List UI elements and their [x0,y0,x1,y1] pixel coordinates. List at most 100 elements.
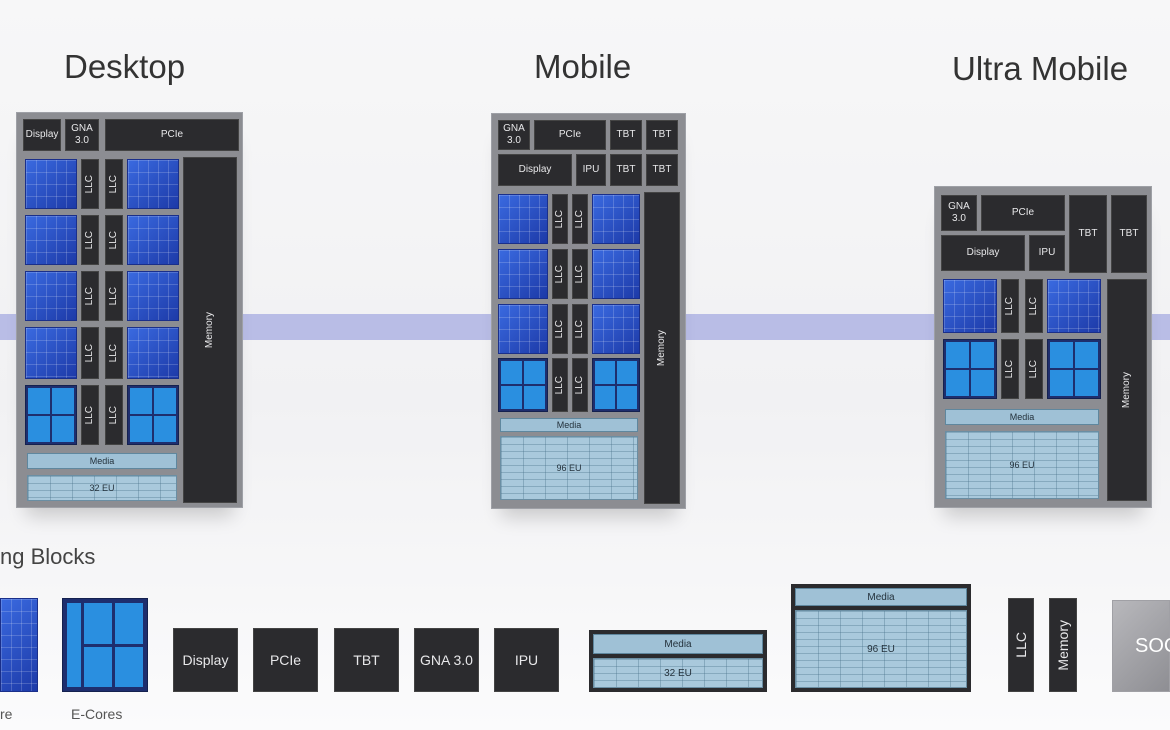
ultra-mobile-chip: GNA 3.0 PCIe Display IPU TBT TBT Memory … [934,186,1152,508]
p-core [592,194,640,244]
gna-building-block: GNA 3.0 [414,628,479,692]
memory-block: Memory [183,157,237,503]
llc-block: LLC [105,159,123,209]
p-core [1047,279,1101,333]
llc-block: LLC [1025,279,1043,333]
pcie-block: PCIe [105,119,239,151]
band-desktop-mobile [242,314,492,340]
pcie-block: PCIe [981,195,1065,231]
tbt-block: TBT [646,154,678,186]
gfx-96eu-building-block: Media 96 EU [791,584,971,692]
p-core-caption: re [0,706,13,722]
p-core [127,327,179,379]
llc-block: LLC [572,358,588,412]
graphics-32eu: 32 EU [593,658,763,688]
p-core [498,249,548,299]
llc-block: LLC [81,215,99,265]
p-core [25,159,77,209]
llc-block: LLC [105,385,123,445]
graphics-96eu: 96 EU [945,431,1099,499]
llc-block: LLC [1025,339,1043,399]
llc-block: LLC [572,249,588,299]
e-core-cluster [25,385,77,445]
e-cores-caption: E-Cores [71,706,123,722]
e-core-cluster [592,358,640,412]
gfx-32eu-building-block: Media 32 EU [589,630,767,692]
p-core [127,159,179,209]
tbt-building-block: TBT [334,628,399,692]
tbt-block: TBT [1111,195,1147,273]
tbt-block: TBT [646,120,678,150]
p-core [498,304,548,354]
media-block: Media [27,453,177,469]
llc-block: LLC [81,159,99,209]
mobile-title: Mobile [534,48,632,85]
p-core [25,215,77,265]
graphics-96eu: 96 EU [795,610,967,688]
llc-block: LLC [105,215,123,265]
desktop-title: Desktop [64,48,186,85]
memory-label: Memory [656,329,667,367]
memory-block: Memory [644,192,680,504]
e-cores-block [62,598,148,692]
building-blocks-heading: ng Blocks [0,544,96,569]
memory-block: Memory [1107,279,1147,501]
llc-block: LLC [572,194,588,244]
p-core [127,271,179,321]
pcie-building-block: PCIe [253,628,318,692]
display-building-block: Display [173,628,238,692]
media-block: Media [500,418,638,432]
llc-block: LLC [81,327,99,379]
llc-block: LLC [552,249,568,299]
p-core [943,279,997,333]
media-block: Media [593,634,763,654]
llc-block: LLC [105,271,123,321]
llc-block: LLC [552,194,568,244]
media-block: Media [945,409,1099,425]
pcie-block: PCIe [534,120,606,150]
p-core-block [0,598,38,692]
p-core [25,327,77,379]
tbt-block: TBT [1069,195,1107,273]
e-core-cluster [1047,339,1101,399]
media-block: Media [795,588,967,606]
e-core-cluster [498,358,548,412]
display-block: Display [23,119,61,151]
band-right [1152,314,1170,340]
p-core [592,304,640,354]
ipu-building-block: IPU [494,628,559,692]
llc-building-block: LLC [1008,598,1034,692]
ultra-mobile-title: Ultra Mobile [952,50,1129,87]
llc-block: LLC [81,271,99,321]
llc-block: LLC [552,304,568,354]
gna-block: GNA 3.0 [941,195,977,231]
e-core-cluster [943,339,997,399]
soc-building-block: SOC [1112,600,1170,692]
e-core-cluster [127,385,179,445]
memory-building-block: Memory [1049,598,1077,692]
band-mobile-ultra [686,314,938,340]
graphics-32eu: 32 EU [27,475,177,501]
p-core [498,194,548,244]
ipu-block: IPU [1029,235,1065,271]
display-block: Display [498,154,572,186]
gna-block: GNA 3.0 [65,119,99,151]
tbt-block: TBT [610,154,642,186]
llc-block: LLC [552,358,568,412]
llc-block: LLC [572,304,588,354]
display-block: Display [941,235,1025,271]
p-core [127,215,179,265]
llc-block: LLC [81,385,99,445]
graphics-96eu: 96 EU [500,436,638,500]
mobile-chip: GNA 3.0 PCIe TBT TBT Display IPU TBT TBT… [491,113,686,509]
ipu-block: IPU [576,154,606,186]
memory-label: Memory [204,311,215,349]
p-core [592,249,640,299]
gna-block: GNA 3.0 [498,120,530,150]
llc-block: LLC [1001,279,1019,333]
desktop-chip: Display GNA 3.0 PCIe Memory LLC LLC LLC … [16,112,243,508]
tbt-block: TBT [610,120,642,150]
p-core [25,271,77,321]
llc-block: LLC [105,327,123,379]
llc-block: LLC [1001,339,1019,399]
